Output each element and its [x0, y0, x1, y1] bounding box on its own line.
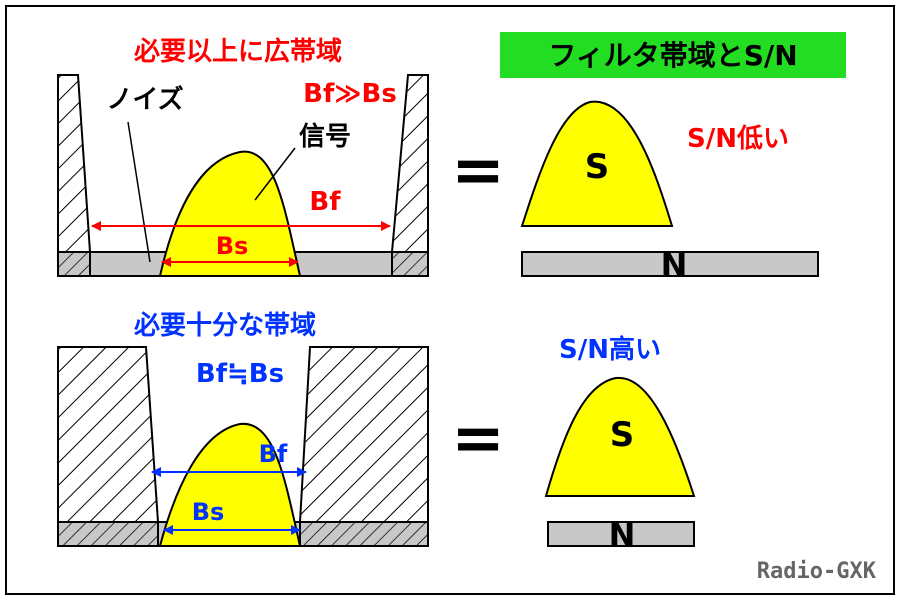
top-result: = フィルタ帯域とS/N S N S/N低い	[451, 32, 846, 284]
bottom-noise-bar-right-hatch	[299, 521, 429, 547]
watermark: Radio-GXK	[757, 559, 877, 584]
noise-pointer-line	[127, 121, 151, 263]
bottom-equals-sign: =	[451, 402, 505, 476]
top-noise-bar-right-hatch	[391, 251, 429, 277]
top-heading: 必要以上に広帯域	[134, 36, 342, 67]
top-bf-label: Bf	[309, 187, 341, 217]
page-title: フィルタ帯域とS/N	[548, 39, 797, 72]
top-result-n-label: N	[661, 246, 688, 284]
bottom-left-filter-wall	[57, 346, 160, 523]
bottom-heading: 必要十分な帯域	[134, 311, 316, 341]
bottom-filter-diagram: 必要十分な帯域 Bf≒Bs Bf Bs	[57, 311, 429, 547]
bottom-result-s-label: S	[610, 415, 635, 455]
signal-label: 信号	[299, 122, 351, 152]
bottom-bs-label: Bs	[192, 498, 225, 526]
top-noise-bar-left-hatch	[57, 251, 91, 277]
top-equals-sign: =	[451, 134, 505, 208]
bottom-result-n-label: N	[609, 516, 636, 554]
top-result-s-label: S	[585, 147, 610, 187]
signal-pointer-line	[254, 147, 296, 201]
top-bs-label: Bs	[216, 232, 249, 260]
bottom-signal-hump	[158, 422, 302, 547]
bottom-noise-bar-left-hatch	[57, 521, 159, 547]
noise-label: ノイズ	[106, 84, 183, 115]
bottom-right-filter-wall	[298, 346, 429, 523]
bottom-bf-label: Bf	[259, 440, 288, 468]
top-result-noise-bar	[521, 251, 819, 277]
top-result-signal-shape	[520, 100, 674, 227]
top-result-label: S/N低い	[687, 124, 789, 154]
top-filter-diagram: 必要以上に広帯域 Bf≫Bs ノイズ 信号 Bf Bs	[57, 36, 429, 277]
bottom-result-label: S/N高い	[559, 334, 661, 365]
bottom-relation: Bf≒Bs	[196, 359, 284, 389]
top-relation: Bf≫Bs	[303, 79, 397, 109]
title-background	[500, 32, 846, 78]
bottom-result-signal-shape	[544, 376, 696, 497]
bottom-result-noise-bar	[547, 521, 695, 547]
bottom-result: = S/N高い S N	[451, 334, 696, 554]
